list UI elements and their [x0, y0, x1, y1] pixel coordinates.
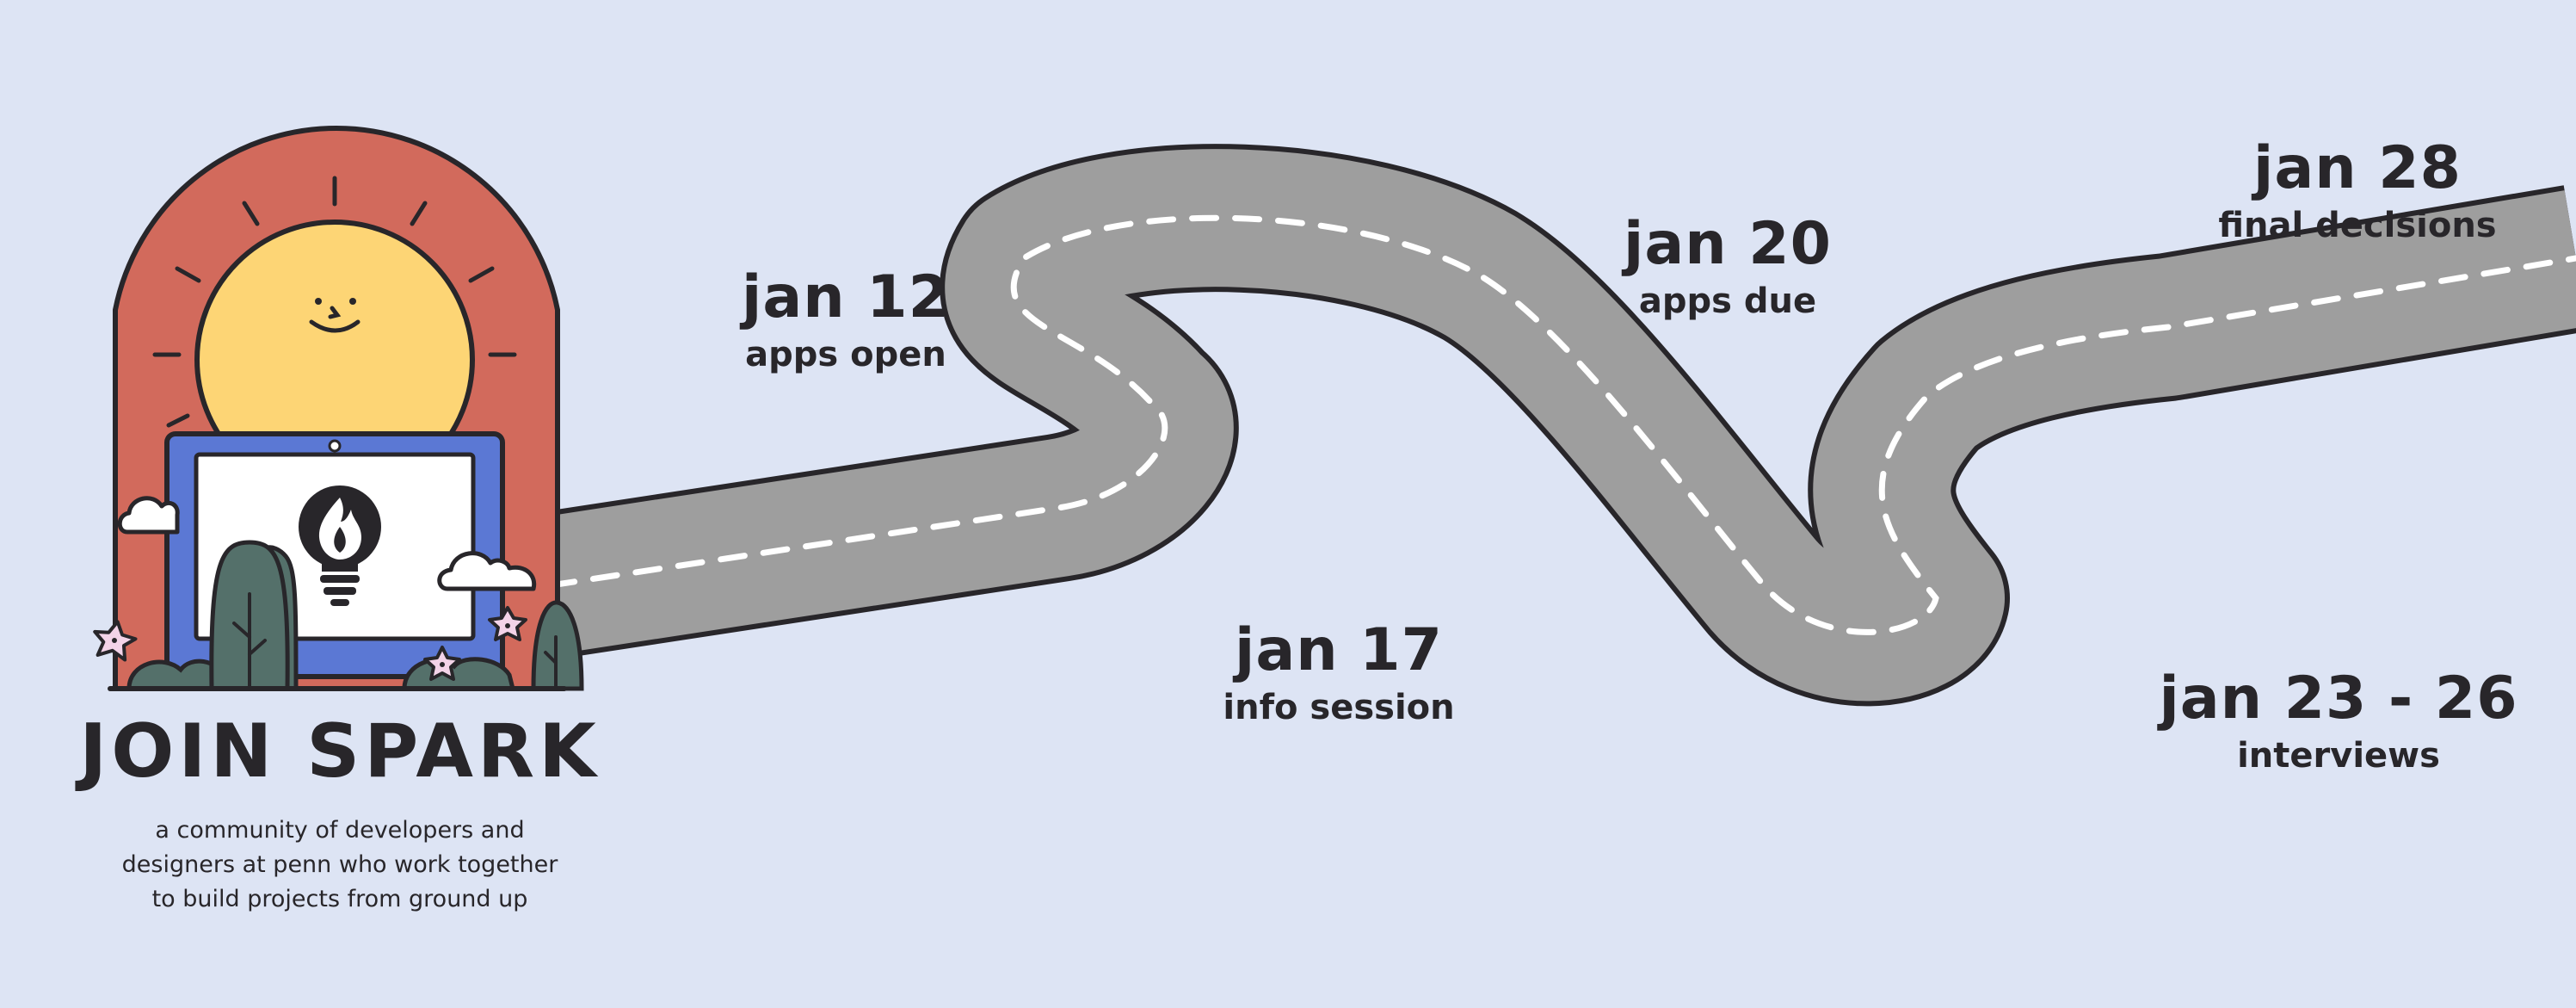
sun-laptop-arch-illustration [93, 125, 584, 691]
milestone-apps-due: jan 20 apps due [1504, 210, 1951, 321]
laptop-camera [328, 439, 342, 453]
page-title: JOIN SPARK [79, 708, 601, 795]
cloud-left [117, 496, 180, 535]
tagline-line: to build projects from ground up [151, 886, 528, 912]
milestone-date: jan 12 [742, 263, 950, 331]
lightbulb-flame-icon [299, 485, 381, 606]
milestone-label: info session [1223, 688, 1455, 727]
winding-road [539, 144, 2576, 707]
tagline-line: a community of developers and [155, 817, 525, 844]
milestone-final-decisions: jan 28 final decisions [2134, 134, 2576, 245]
milestone-label: apps due [1638, 281, 1817, 321]
tree-left [209, 540, 299, 691]
milestone-interviews: jan 23 - 26 interviews [2115, 665, 2562, 776]
milestone-label: final decisions [2218, 206, 2497, 245]
milestone-info-session: jan 17 info session [1115, 616, 1562, 727]
milestone-apps-open: jan 12 apps open [622, 263, 1069, 374]
sun-rays [152, 176, 517, 428]
tree-right [531, 600, 584, 691]
milestone-label: apps open [745, 335, 946, 374]
milestone-label: interviews [2237, 736, 2440, 776]
tagline-line: designers at penn who work together [121, 851, 558, 878]
cloud-right [437, 551, 537, 591]
milestone-date: jan 28 [2253, 134, 2462, 202]
milestone-date: jan 23 - 26 [2159, 665, 2518, 733]
sun-face [309, 298, 361, 333]
road-lane-marking [547, 214, 2576, 635]
milestone-date: jan 17 [1235, 616, 1443, 684]
flower-centers [112, 623, 510, 667]
milestone-date: jan 20 [1624, 210, 1832, 278]
tagline: a community of developers and designers … [86, 813, 594, 917]
